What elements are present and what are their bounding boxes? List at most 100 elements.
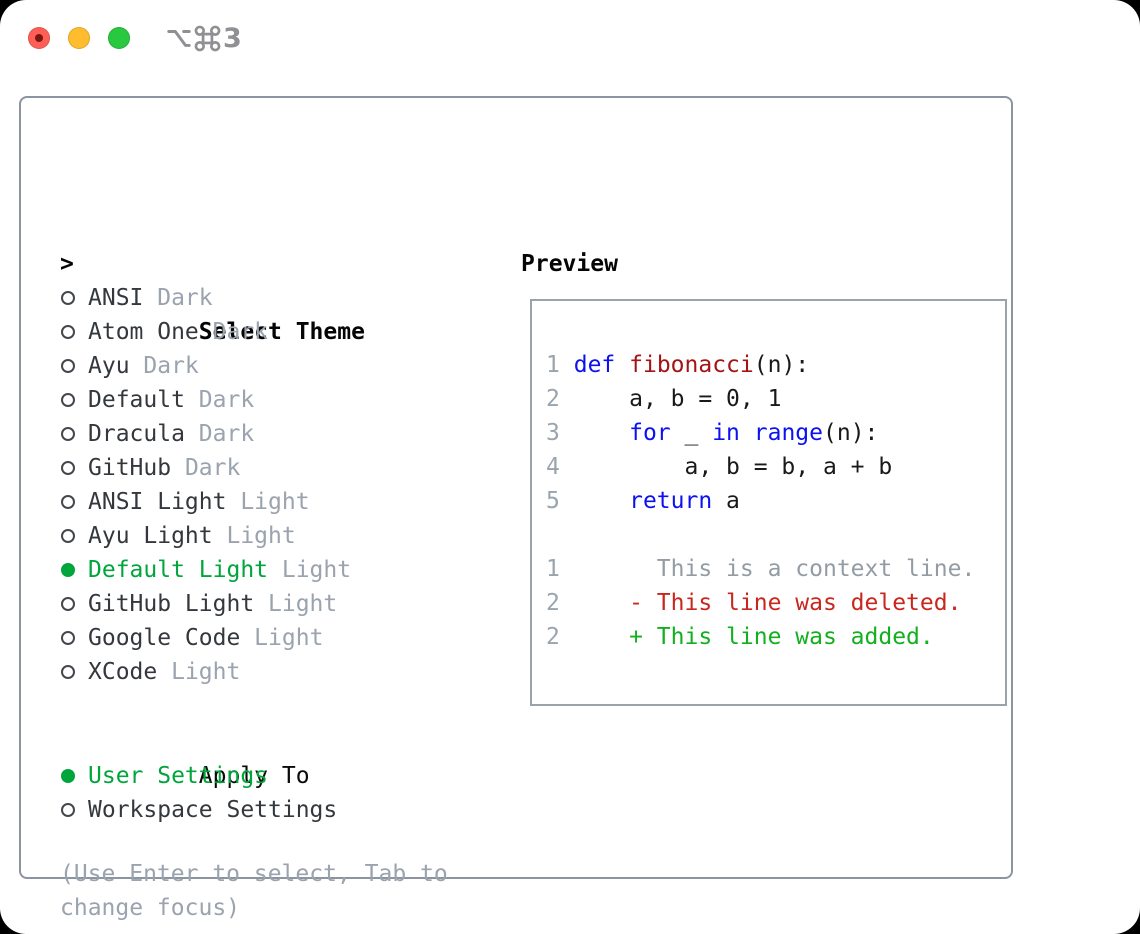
theme-variant-label: Light <box>226 489 310 515</box>
unsaved-changes-dot <box>35 34 43 42</box>
command-key-icon <box>194 25 221 51</box>
radio-unselected-icon <box>61 291 75 305</box>
radio-unselected-icon <box>61 495 75 509</box>
theme-option-label: Default Light <box>88 557 269 583</box>
preview-separator <box>546 518 1005 552</box>
theme-option-label: Google Code <box>88 625 241 651</box>
line-number: 4 <box>546 454 560 480</box>
apply-option-label: User Settings <box>88 763 269 789</box>
preview-title: Preview <box>521 251 618 277</box>
line-number: 2 <box>546 624 560 650</box>
apply-option-user-settings[interactable]: User Settings <box>60 759 448 793</box>
theme-option-ayu[interactable]: Ayu Dark <box>60 349 448 383</box>
theme-variant-label: Light <box>212 523 296 549</box>
theme-option-label: Ayu Light <box>88 523 213 549</box>
theme-option-label: Ayu <box>88 353 130 379</box>
code-segment: range <box>753 420 824 446</box>
code-segment: _ <box>670 420 713 446</box>
theme-variant-label: Light <box>157 659 241 685</box>
code-segment <box>740 420 754 446</box>
radio-unselected-icon <box>61 427 75 441</box>
line-number: 3 <box>546 420 560 446</box>
theme-option-ansi-light[interactable]: ANSI Light Light <box>60 485 448 519</box>
radio-unselected-icon <box>61 665 75 679</box>
theme-option-default-light[interactable]: Default Light Light <box>60 553 448 587</box>
code-line: 1 def fibonacci(n): <box>546 348 1005 382</box>
code-segment: (n): <box>753 352 810 378</box>
code-segment: for <box>629 420 671 446</box>
minimize-button[interactable] <box>68 27 90 49</box>
theme-variant-label: Dark <box>171 455 241 481</box>
radio-unselected-icon <box>61 461 75 475</box>
code-segment: in <box>712 420 740 446</box>
diff-line-added: 2 + This line was added. <box>546 620 1005 654</box>
diff-text: This is a context line. <box>573 556 976 582</box>
theme-variant-label: Light <box>268 557 352 583</box>
diff-text: + This line was added. <box>573 624 934 650</box>
close-button[interactable] <box>28 27 50 49</box>
line-number: 2 <box>546 386 560 412</box>
theme-option-google-code[interactable]: Google Code Light <box>60 621 448 655</box>
radio-unselected-icon <box>61 529 75 543</box>
theme-option-xcode[interactable]: XCode Light <box>60 655 448 689</box>
line-number: 1 <box>546 352 560 378</box>
select-theme-title: Select Theme <box>198 319 365 345</box>
code-segment: fibonacci <box>629 352 754 378</box>
theme-option-dracula[interactable]: Dracula Dark <box>60 417 448 451</box>
radio-unselected-icon <box>61 325 75 339</box>
code-segment: (n): <box>823 420 879 446</box>
radio-unselected-icon <box>61 803 75 817</box>
theme-option-atom-one[interactable]: Atom One Dark <box>60 315 448 349</box>
window-shortcut-label: 3 <box>166 22 242 54</box>
theme-option-ayu-light[interactable]: Ayu Light Light <box>60 519 448 553</box>
apply-to-title: Apply To <box>198 763 310 789</box>
code-segment: return <box>629 488 713 514</box>
theme-option-ansi[interactable]: ANSI Dark <box>60 281 448 315</box>
radio-unselected-icon <box>61 393 75 407</box>
apply-option-workspace-settings[interactable]: Workspace Settings <box>60 793 448 827</box>
theme-variant-label: Light <box>240 625 324 651</box>
titlebar <box>28 27 130 49</box>
prompt-caret: > <box>60 251 74 277</box>
code-segment <box>615 352 629 378</box>
radio-selected-icon <box>61 769 75 783</box>
theme-option-label: ANSI Light <box>88 489 227 515</box>
code-segment: a, b = 0, 1 <box>573 386 782 412</box>
theme-variant-label: Dark <box>198 319 269 345</box>
code-line: 4 a, b = b, a + b <box>546 450 1005 484</box>
line-number: 5 <box>546 488 560 514</box>
line-number: 1 <box>546 556 560 582</box>
diff-text: - This line was deleted. <box>573 590 962 616</box>
theme-option-default[interactable]: Default Dark <box>60 383 448 417</box>
diff-preview: 1 This is a context line.2 - This line w… <box>546 552 1005 654</box>
theme-option-label: ANSI <box>88 285 144 311</box>
code-segment: a, b = b, a + b <box>573 454 893 480</box>
diff-line-deleted: 2 - This line was deleted. <box>546 586 1005 620</box>
theme-option-github[interactable]: GitHub Dark <box>60 451 448 485</box>
radio-unselected-icon <box>61 359 75 373</box>
theme-variant-label: Dark <box>184 387 255 413</box>
theme-option-label: GitHub <box>88 455 172 481</box>
theme-option-label: XCode <box>88 659 158 685</box>
theme-option-github-light[interactable]: GitHub Light Light <box>60 587 448 621</box>
shortcut-number: 3 <box>223 22 242 54</box>
option-key-icon <box>167 30 191 47</box>
maximize-button[interactable] <box>108 27 130 49</box>
theme-option-label: Dracula <box>88 421 185 447</box>
code-segment <box>574 420 629 446</box>
radio-selected-icon <box>61 563 75 577</box>
theme-variant-label: Dark <box>129 353 199 379</box>
radio-unselected-icon <box>61 631 75 645</box>
code-segment: a <box>712 488 740 514</box>
hint-line-1: (Use Enter to select, Tab to <box>60 861 448 887</box>
theme-option-label: Default <box>88 387 185 413</box>
apply-option-label: Workspace Settings <box>88 797 338 823</box>
diff-line-context: 1 This is a context line. <box>546 552 1005 586</box>
code-line: 2 a, b = 0, 1 <box>546 382 1005 416</box>
